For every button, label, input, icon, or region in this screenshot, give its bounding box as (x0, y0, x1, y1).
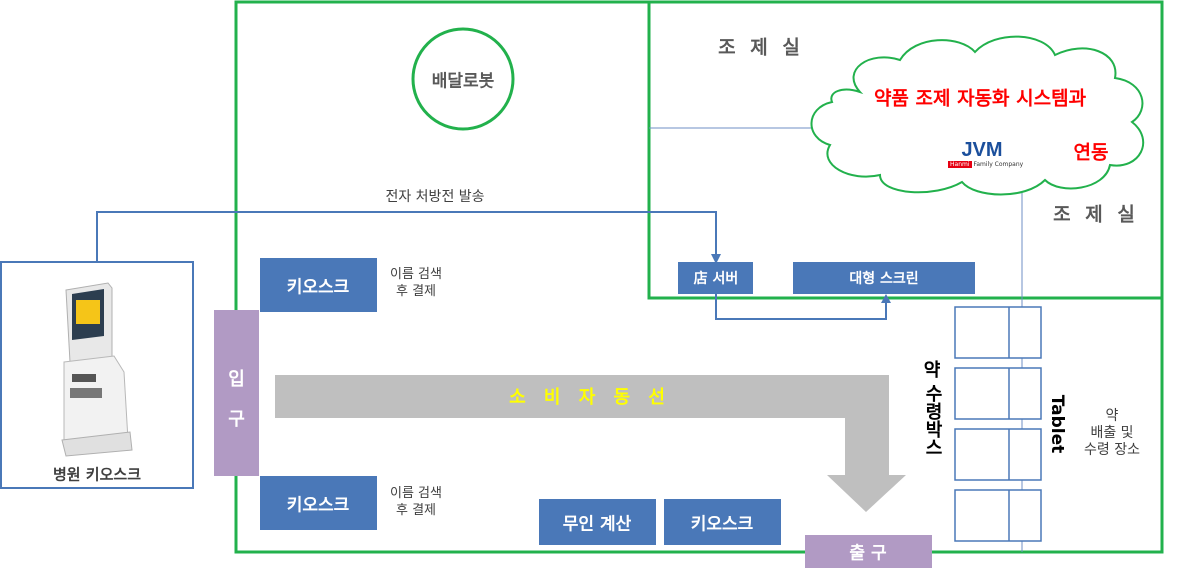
jvm-logo-sub: Family Company (973, 161, 1024, 168)
server-screen-connector (715, 294, 887, 320)
store-server-box (678, 262, 753, 294)
e-prescription-connector (96, 211, 717, 262)
exit-label: 출 구 (849, 543, 887, 564)
kiosk-top-note: 이름 검색 후 결제 (383, 266, 449, 300)
kiosk-bottom-note-line1: 이름 검색 (390, 486, 442, 501)
consumer-flow-arrow (275, 375, 906, 512)
pickup-box-label: 약 수령 박스 (912, 358, 952, 456)
cloud-shape (810, 35, 1145, 196)
pickup-place-line1: 약 (1105, 408, 1119, 424)
cloud-text-line1: 약품 조제 자동화 시스템과 (873, 87, 1087, 110)
kiosk-center-box (664, 499, 781, 545)
entrance-label: 입 구 (224, 360, 249, 440)
server-screen-arrowhead (881, 294, 891, 303)
kiosk-top-box (260, 258, 377, 312)
e-prescription-label: 전자 처방전 발송 (385, 189, 485, 205)
kiosk-top-label: 키오스크 (286, 277, 350, 298)
unmanned-payment-label: 무인 계산 (562, 514, 632, 535)
consumer-flow-label: 소 비 자 동 선 (509, 387, 671, 408)
large-screen-label: 대형 스크린 (849, 271, 919, 287)
kiosk-center-label: 키오스크 (690, 514, 754, 535)
jvm-logo-badge: Hanmi (948, 161, 972, 168)
exit-bar (805, 535, 932, 568)
e-prescription-arrowhead (711, 254, 721, 264)
cloud-text-line2: 연동 (1073, 141, 1109, 164)
dispensing-room-top-label: 조 제 실 (718, 36, 804, 59)
kiosk-bottom-box (260, 476, 377, 530)
dispensing-room-right-label: 조 제 실 (1053, 203, 1139, 226)
pickup-box-label-3: 박스 (922, 420, 943, 456)
kiosk-illustration (61, 282, 133, 457)
unmanned-payment-box (539, 499, 656, 545)
jvm-logo-text: JVM (961, 139, 1003, 161)
pickup-box-label-1: 약 (923, 360, 941, 381)
kiosk-top-note-line1: 이름 검색 (390, 267, 442, 282)
tablet-label: Tablet (1047, 394, 1067, 454)
dispensing-room-outline (647, 0, 1164, 300)
entrance-char-2: 구 (228, 409, 245, 430)
pickup-place-label: 약 배출 및 수령 장소 (1072, 408, 1152, 459)
kiosk-bottom-note: 이름 검색 후 결제 (383, 485, 449, 519)
large-screen-box (793, 262, 975, 294)
kiosk-bottom-note-line2: 후 결제 (395, 503, 436, 518)
jvm-logo: JVM Hanmi Family Company (948, 139, 1023, 169)
pickup-box-label-2: 수령 (922, 384, 943, 420)
kiosk-top-note-line2: 후 결제 (395, 284, 436, 299)
delivery-robot-label: 배달로봇 (431, 71, 495, 92)
pickup-place-line3: 수령 장소 (1084, 442, 1140, 458)
kiosk-bottom-label: 키오스크 (286, 495, 350, 516)
entrance-char-1: 입 (228, 369, 245, 390)
store-server-label: 店 서버 (693, 271, 739, 287)
pickup-place-line2: 배출 및 (1090, 425, 1134, 441)
delivery-robot-circle (411, 27, 515, 131)
pickup-box-cells (954, 306, 1042, 542)
entrance-bar (214, 310, 259, 476)
hospital-kiosk-label: 병원 키오스크 (52, 465, 142, 484)
